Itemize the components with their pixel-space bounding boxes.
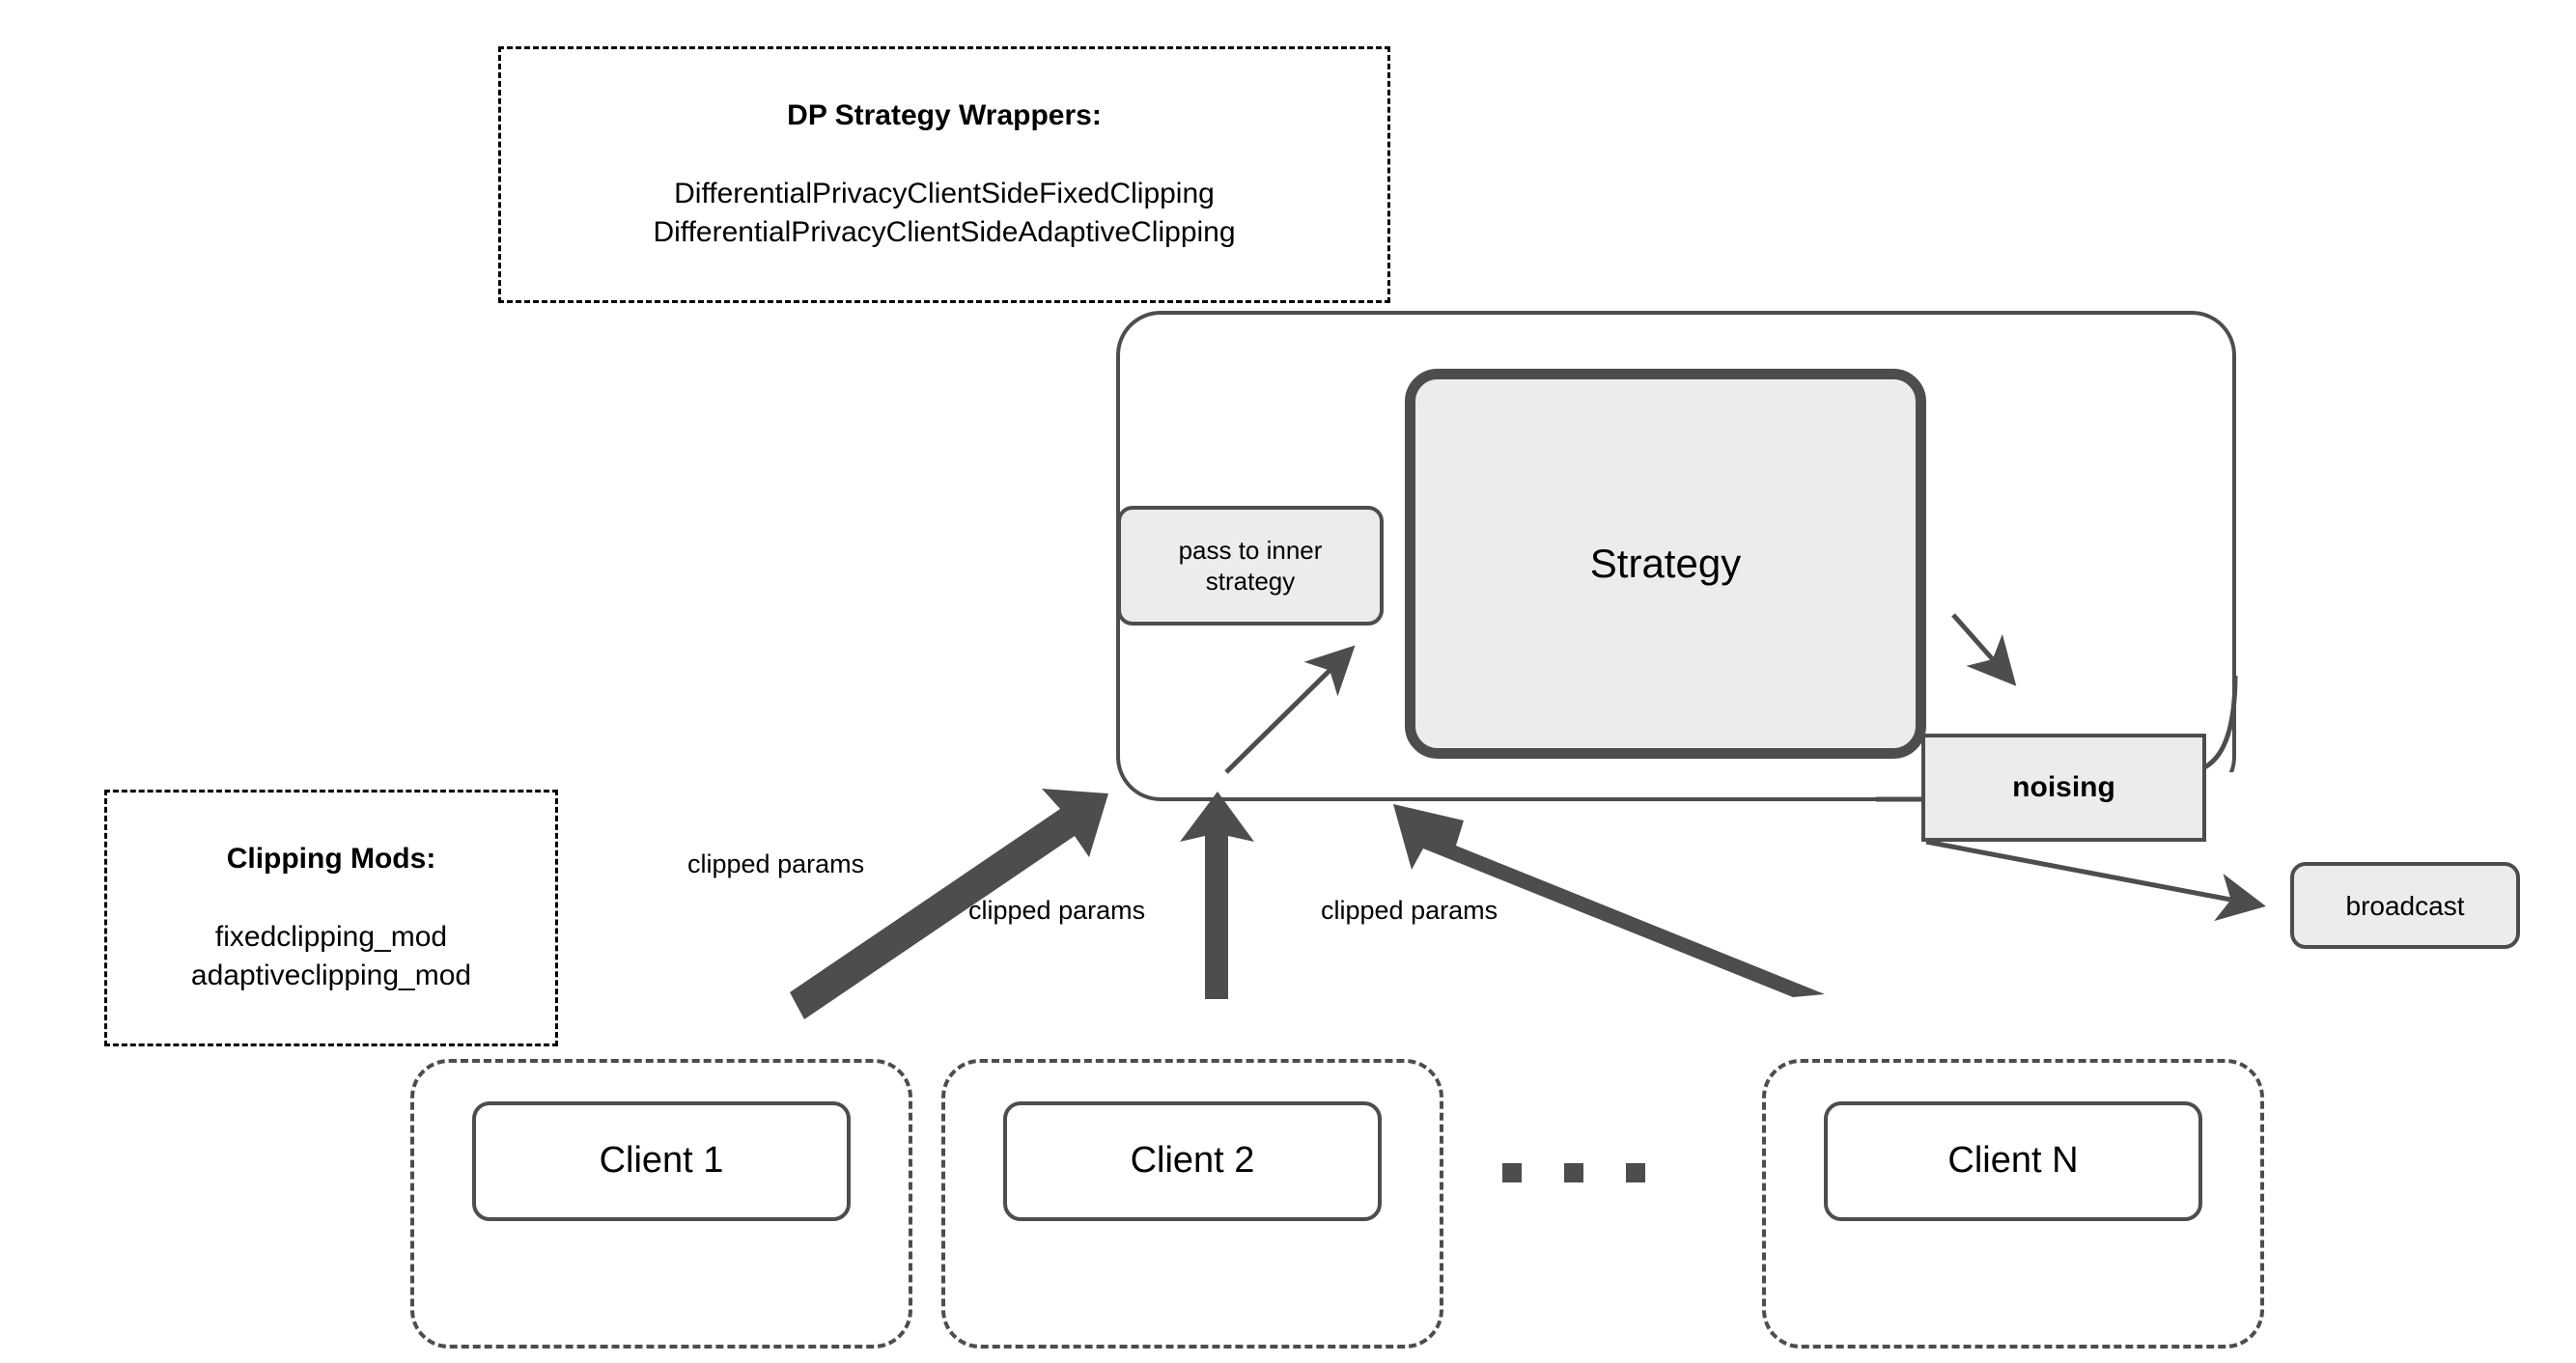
noising-box[interactable]: noising: [1921, 734, 2206, 842]
edge-label-clipped-params-client1: clipped params: [687, 849, 865, 878]
annotation-line: fixedclipping_mod: [214, 920, 448, 953]
client-group-1: Client 1: [410, 1059, 912, 1349]
annotation-clipping-mods: Clipping Mods: fixedclipping_mod adaptiv…: [104, 790, 558, 1046]
pass-to-inner-strategy-line2: strategy: [1205, 567, 1296, 596]
noising-label: noising: [2012, 771, 2115, 804]
client-box-1[interactable]: Client 1: [472, 1101, 851, 1221]
edge-client2-clipped-params: [1180, 792, 1254, 999]
annotation-line: DifferentialPrivacyClientSideFixedClippi…: [674, 177, 1215, 209]
annotation-dp-strategy-wrappers: DP Strategy Wrappers: DifferentialPrivac…: [498, 46, 1390, 303]
pass-to-inner-strategy-line1: pass to inner: [1178, 535, 1323, 565]
edge-strategy-to-noising: [1951, 613, 2017, 686]
strategy-box[interactable]: Strategy: [1405, 369, 1926, 759]
edge-clientN-clipped-params: [1393, 804, 1825, 997]
client-group-n: Client N: [1762, 1059, 2264, 1349]
annotation-title: DP Strategy Wrappers:: [787, 99, 1102, 132]
strategy-label: Strategy: [1589, 540, 1742, 586]
client-label: Client 2: [1130, 1140, 1255, 1182]
pass-to-inner-strategy-box[interactable]: pass to inner strategy: [1117, 506, 1384, 626]
edge-noising-to-broadcast: [1925, 839, 2266, 922]
client-label: Client N: [1947, 1140, 2079, 1182]
client-label: Client 1: [599, 1140, 724, 1182]
broadcast-label: broadcast: [2345, 890, 2465, 921]
ellipsis-dot: [1626, 1163, 1645, 1182]
client-group-2: Client 2: [941, 1059, 1443, 1349]
edge-label-clipped-params-client2: clipped params: [968, 896, 1146, 925]
broadcast-box[interactable]: broadcast: [2290, 862, 2520, 949]
client-box-n[interactable]: Client N: [1824, 1101, 2202, 1221]
annotation-line: DifferentialPrivacyClientSideAdaptiveCli…: [653, 215, 1236, 248]
edge-params-to-pass-inner: [1224, 645, 1356, 774]
client-box-2[interactable]: Client 2: [1003, 1101, 1382, 1221]
edge-client1-clipped-params: [790, 789, 1108, 1019]
annotation-title: Clipping Mods:: [226, 843, 436, 876]
edge-label-clipped-params-clientN: clipped params: [1321, 896, 1498, 925]
annotation-line: adaptiveclipping_mod: [190, 959, 472, 991]
ellipsis-dots: [1502, 1163, 1645, 1182]
ellipsis-dot: [1564, 1163, 1583, 1182]
ellipsis-dot: [1502, 1163, 1522, 1182]
